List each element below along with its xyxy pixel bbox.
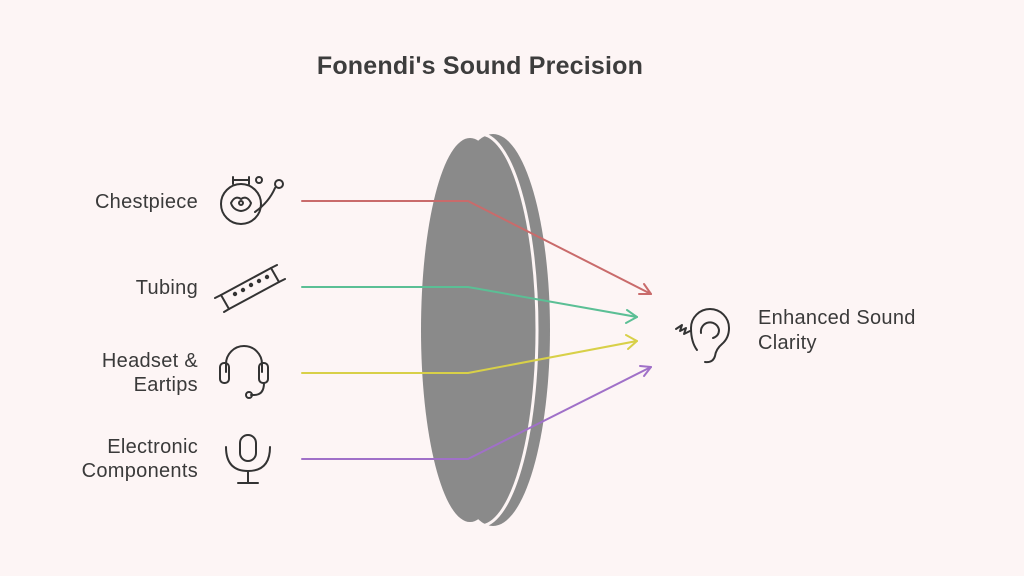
connector-headset xyxy=(301,334,638,374)
diagram-title: Fonendi's Sound Precision xyxy=(316,52,644,80)
label-headset-eartips: Headset &Eartips xyxy=(101,350,198,396)
connector-tubing xyxy=(301,286,638,324)
label-enhanced-sound-clarity: Enhanced Sound Clarity xyxy=(758,307,916,354)
headset-icon xyxy=(219,345,269,399)
label-tubing: Tubing xyxy=(135,277,198,299)
lens xyxy=(421,132,550,528)
ear-sound-icon xyxy=(675,308,730,364)
microphone-icon xyxy=(225,434,271,484)
label-chestpiece: Chestpiece xyxy=(94,191,198,213)
connector-chestpiece xyxy=(301,200,652,295)
tubing-icon xyxy=(214,264,286,313)
stethoscope-chestpiece-icon xyxy=(220,176,284,225)
connector-electronic xyxy=(301,365,652,460)
